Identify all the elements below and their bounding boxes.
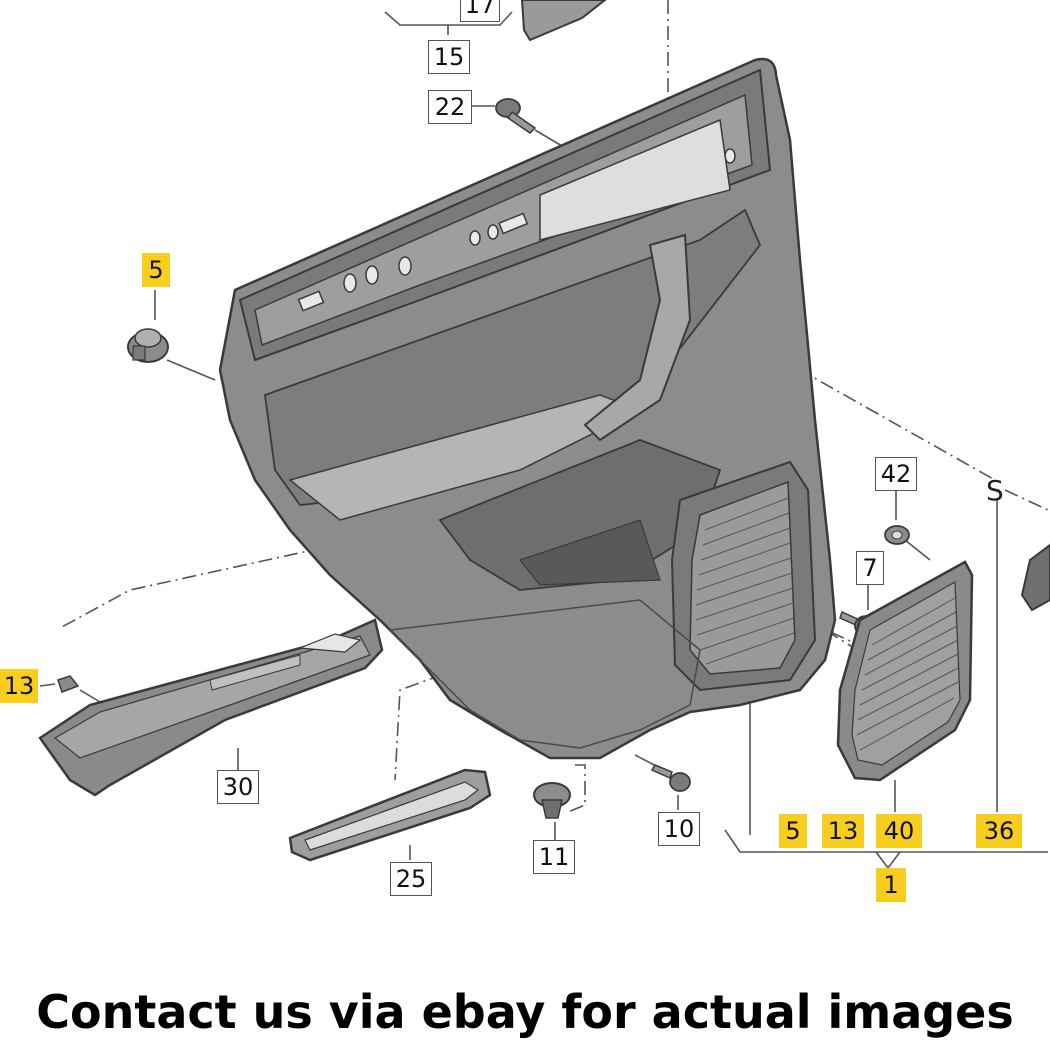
callout-13-left: 13 — [0, 669, 38, 703]
callout-7: 7 — [856, 551, 884, 585]
contact-caption: Contact us via ebay for actual images — [36, 985, 1014, 1039]
screw-part-22 — [495, 98, 537, 134]
leader-s-right — [1004, 489, 1049, 511]
top-trim-piece — [520, 0, 607, 42]
door-panel — [218, 57, 837, 760]
callout-5-top: 5 — [142, 253, 170, 287]
callout-42: 42 — [875, 457, 917, 491]
solid-leaders — [39, 11, 1048, 870]
callout-15: 15 — [428, 40, 470, 74]
callout-11: 11 — [533, 840, 575, 874]
callout-1: 1 — [876, 868, 906, 902]
callout-25: 25 — [390, 862, 432, 896]
speaker-grille-part-40 — [836, 560, 974, 782]
handle-cover-part-25 — [288, 768, 492, 862]
callout-17: 17 — [460, 0, 500, 22]
leader-to-clip-11 — [567, 764, 586, 813]
callout-13-bottom: 13 — [822, 814, 864, 848]
clip-part-11 — [533, 782, 571, 819]
callout-5-bottom: 5 — [779, 814, 807, 848]
callout-10: 10 — [658, 812, 700, 846]
screw-part-10 — [650, 764, 691, 792]
callout-s-marker: S — [986, 474, 1004, 507]
clip-part-13 — [57, 675, 80, 693]
callout-30: 30 — [217, 770, 259, 804]
callout-22: 22 — [428, 90, 472, 124]
callout-36: 36 — [976, 814, 1022, 848]
washer-part-42 — [884, 525, 910, 545]
edge-bracket — [1020, 543, 1050, 612]
armrest-part-30 — [38, 618, 384, 797]
callout-40: 40 — [876, 814, 922, 848]
clip-part-5 — [127, 328, 169, 363]
